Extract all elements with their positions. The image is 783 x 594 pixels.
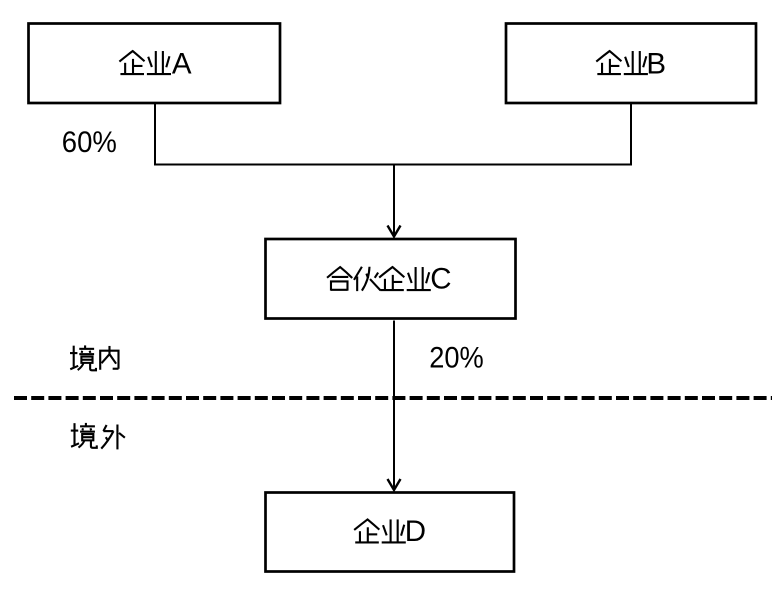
svg-text:D: D: [405, 515, 426, 548]
svg-text:C: C: [430, 263, 451, 296]
svg-text:20%: 20%: [429, 341, 484, 374]
svg-text:B: B: [646, 47, 666, 80]
svg-text:A: A: [172, 47, 192, 80]
svg-text:60%: 60%: [62, 126, 117, 159]
